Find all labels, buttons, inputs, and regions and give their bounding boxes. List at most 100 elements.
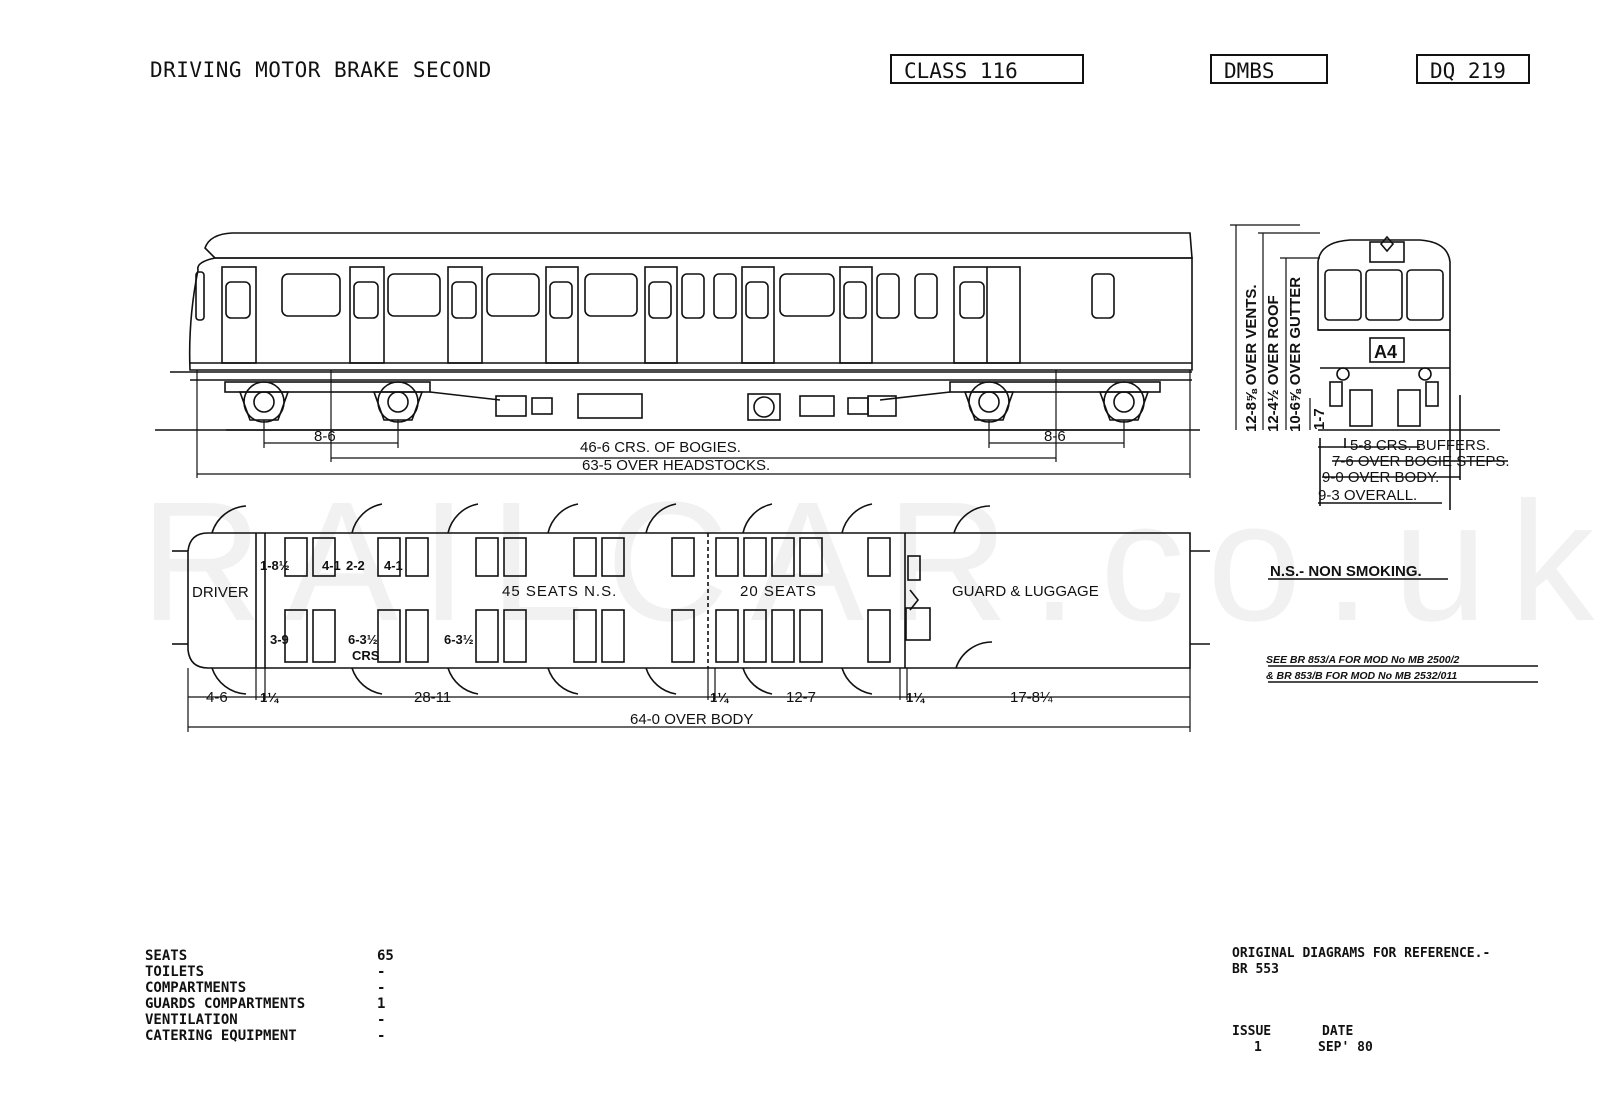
window — [1091, 273, 1115, 319]
end-buffers: 5-8 CRS. BUFFERS. — [1350, 437, 1490, 454]
height-over-vents: 12-8⅝ OVER VENTS. — [1243, 284, 1260, 432]
plan-outline — [187, 532, 1191, 669]
body-side — [188, 257, 1193, 371]
window — [486, 273, 540, 317]
window — [914, 273, 938, 319]
drawing-title: DRIVING MOTOR BRAKE SECOND — [150, 58, 492, 82]
plan-dim-2-2: 2-2 — [346, 558, 365, 573]
seats-lower — [284, 609, 891, 663]
window — [959, 281, 985, 319]
stats-value: 1 — [377, 996, 386, 1012]
plan-dimensions — [187, 668, 1191, 732]
plan-dim-1-1b: 1¼ — [710, 690, 729, 705]
stats-label: COMPARTMENTS — [145, 980, 247, 996]
plan-dim-crs: CRS — [352, 648, 380, 663]
door — [545, 266, 579, 364]
cab-window — [195, 271, 205, 321]
window — [681, 273, 705, 319]
height-over-roof: 12-4½ OVER ROOF — [1265, 295, 1282, 432]
plan-dim-4-6: 4-6 — [206, 689, 228, 706]
height-dimensions — [1230, 224, 1320, 430]
dim-bogie-centres: 46-6 CRS. OF BOGIES. — [580, 439, 741, 456]
stats-row: COMPARTMENTS - — [145, 980, 394, 996]
seats-upper — [284, 537, 891, 577]
class-box: CLASS 116 — [890, 54, 1084, 84]
date-value: SEP' 80 — [1318, 1040, 1373, 1055]
plan-dim-4-1a: 4-1 — [322, 558, 341, 573]
end-window — [1324, 269, 1362, 321]
end-over-body: 9-0 OVER BODY. — [1322, 469, 1439, 486]
window — [353, 281, 379, 319]
type-code-box: DMBS — [1210, 54, 1328, 84]
plan-seats-20: 20 SEATS — [740, 583, 817, 600]
window — [745, 281, 769, 319]
end-window — [1365, 269, 1403, 321]
plan-dim-17-8: 17-8¼ — [1010, 689, 1053, 706]
dim-bogie-wheelbase-right: 8-6 — [1044, 428, 1066, 445]
legend-mod-1: SEE BR 853/A FOR MOD No MB 2500/2 — [1266, 654, 1459, 666]
window — [451, 281, 477, 319]
reference-line-2: BR 553 — [1232, 962, 1279, 977]
window — [281, 273, 341, 317]
guard-seat — [905, 607, 931, 641]
window — [549, 281, 573, 319]
plan-dim-1-1a: 1¼ — [260, 690, 279, 705]
height-over-gutter: 10-6⅝ OVER GUTTER — [1287, 277, 1304, 432]
stats-row: CATERING EQUIPMENT - — [145, 1028, 394, 1044]
stats-row: VENTILATION - — [145, 1012, 394, 1028]
stats-value: - — [377, 1028, 386, 1044]
guard-equipment — [907, 555, 921, 581]
stats-row: GUARDS COMPARTMENTS 1 — [145, 996, 394, 1012]
plan-dim-28-11: 28-11 — [414, 689, 451, 706]
stats-label: VENTILATION — [145, 1012, 238, 1028]
cab-door — [221, 266, 257, 364]
bogie-right — [949, 381, 1161, 423]
plan-seats-ns: 45 SEATS N.S. — [502, 583, 617, 600]
door — [447, 266, 483, 364]
door — [839, 266, 873, 364]
height-floor: 1-7 — [1311, 408, 1328, 430]
door — [349, 266, 385, 364]
window — [584, 273, 638, 317]
diagram-number-box: DQ 219 — [1416, 54, 1530, 84]
end-overall: 9-3 OVERALL. — [1318, 487, 1417, 504]
stats-value: - — [377, 1012, 386, 1028]
plan-view — [172, 503, 1210, 695]
stats-value: - — [377, 964, 386, 980]
stats-label: TOILETS — [145, 964, 205, 980]
plan-dim-1-8: 1-8½ — [260, 558, 290, 573]
headcode-panel — [1369, 337, 1405, 363]
legend-non-smoking: N.S.- NON SMOKING. — [1270, 563, 1422, 580]
issue-value: 1 — [1254, 1040, 1262, 1055]
window — [648, 281, 672, 319]
window — [779, 273, 835, 317]
stats-row: TOILETS - — [145, 964, 394, 980]
door — [741, 266, 775, 364]
stats-value: - — [377, 980, 386, 996]
plan-dim-12-7: 12-7 — [786, 689, 816, 706]
issue-label: ISSUE — [1232, 1024, 1272, 1039]
end-window — [1406, 269, 1444, 321]
end-bogie-steps: 7-6 OVER BOGIE STEPS. — [1332, 453, 1510, 470]
date-label: DATE — [1322, 1024, 1354, 1039]
stats-label: GUARDS COMPARTMENTS — [145, 996, 306, 1012]
plan-dim-3-9: 3-9 — [270, 632, 289, 647]
window — [713, 273, 737, 319]
underframe-equipment — [429, 391, 951, 421]
window — [225, 281, 251, 319]
end-elevation — [1317, 235, 1508, 510]
stats-label: CATERING EQUIPMENT — [145, 1028, 297, 1044]
window — [387, 273, 441, 317]
plan-dim-6-3b: 6-3½ — [444, 632, 474, 647]
dim-bogie-wheelbase-left: 8-6 — [314, 428, 336, 445]
bogie-left — [224, 381, 431, 423]
side-dimensions — [196, 370, 1191, 478]
plan-guard: GUARD & LUGGAGE — [952, 583, 1099, 600]
headcode: A4 — [1374, 342, 1397, 362]
legend-mod-2: & BR 853/B FOR MOD No MB 2532/011 — [1266, 670, 1457, 682]
plan-dim-1-1c: 1¼ — [906, 690, 925, 705]
plan-dim-over-body: 64-0 OVER BODY — [630, 711, 753, 728]
roof-outline — [204, 232, 1193, 259]
